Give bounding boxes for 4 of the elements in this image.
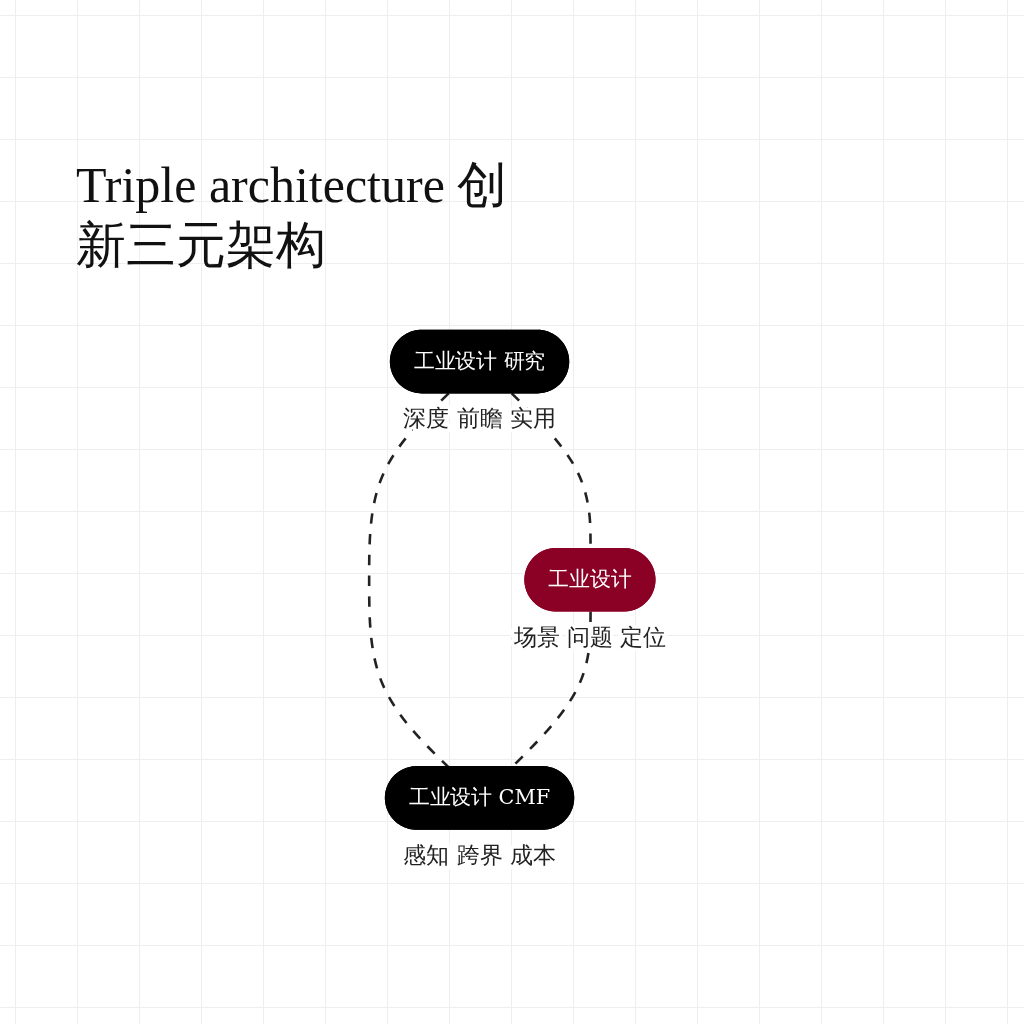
diagram-title: Triple architecture 创新三元架构 xyxy=(76,156,509,275)
node-caption: 感知 跨界 成本 xyxy=(403,840,556,869)
node-caption: 场景 问题 定位 xyxy=(513,622,667,651)
node-caption: 深度 前瞻 实用 xyxy=(403,404,556,433)
